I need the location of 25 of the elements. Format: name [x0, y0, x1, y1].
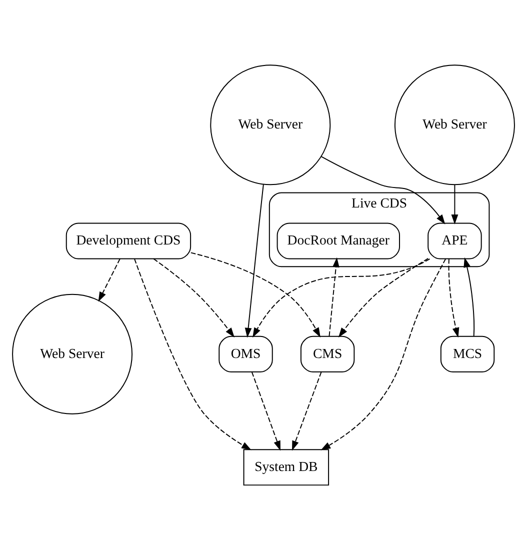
arrow: [464, 257, 475, 337]
arrow: [338, 258, 429, 338]
arrow: [320, 258, 446, 450]
arrow: [244, 184, 264, 338]
node-box: CMS: [300, 336, 355, 372]
arrow: [190, 252, 320, 338]
node-box: MCS: [440, 336, 495, 372]
arrow: [153, 258, 235, 338]
node-circle: Web Server: [394, 64, 515, 186]
node-box: Development CDS: [66, 222, 192, 260]
arrow: [251, 372, 280, 451]
node-box: System DB: [243, 449, 330, 486]
arrow: [448, 258, 460, 338]
arrow: [134, 258, 252, 450]
arrow: [328, 257, 340, 337]
node-box: OMS: [218, 336, 273, 372]
arrow: [320, 156, 446, 224]
arrow: [292, 372, 322, 451]
node-circle: Web Server: [210, 64, 331, 186]
node-circle: Web Server: [12, 294, 133, 414]
arrow: [252, 258, 430, 338]
arrow: [98, 258, 120, 302]
node-box: APE: [428, 222, 482, 260]
node-box: DocRoot Manager: [276, 222, 400, 260]
arrow: [451, 184, 458, 224]
